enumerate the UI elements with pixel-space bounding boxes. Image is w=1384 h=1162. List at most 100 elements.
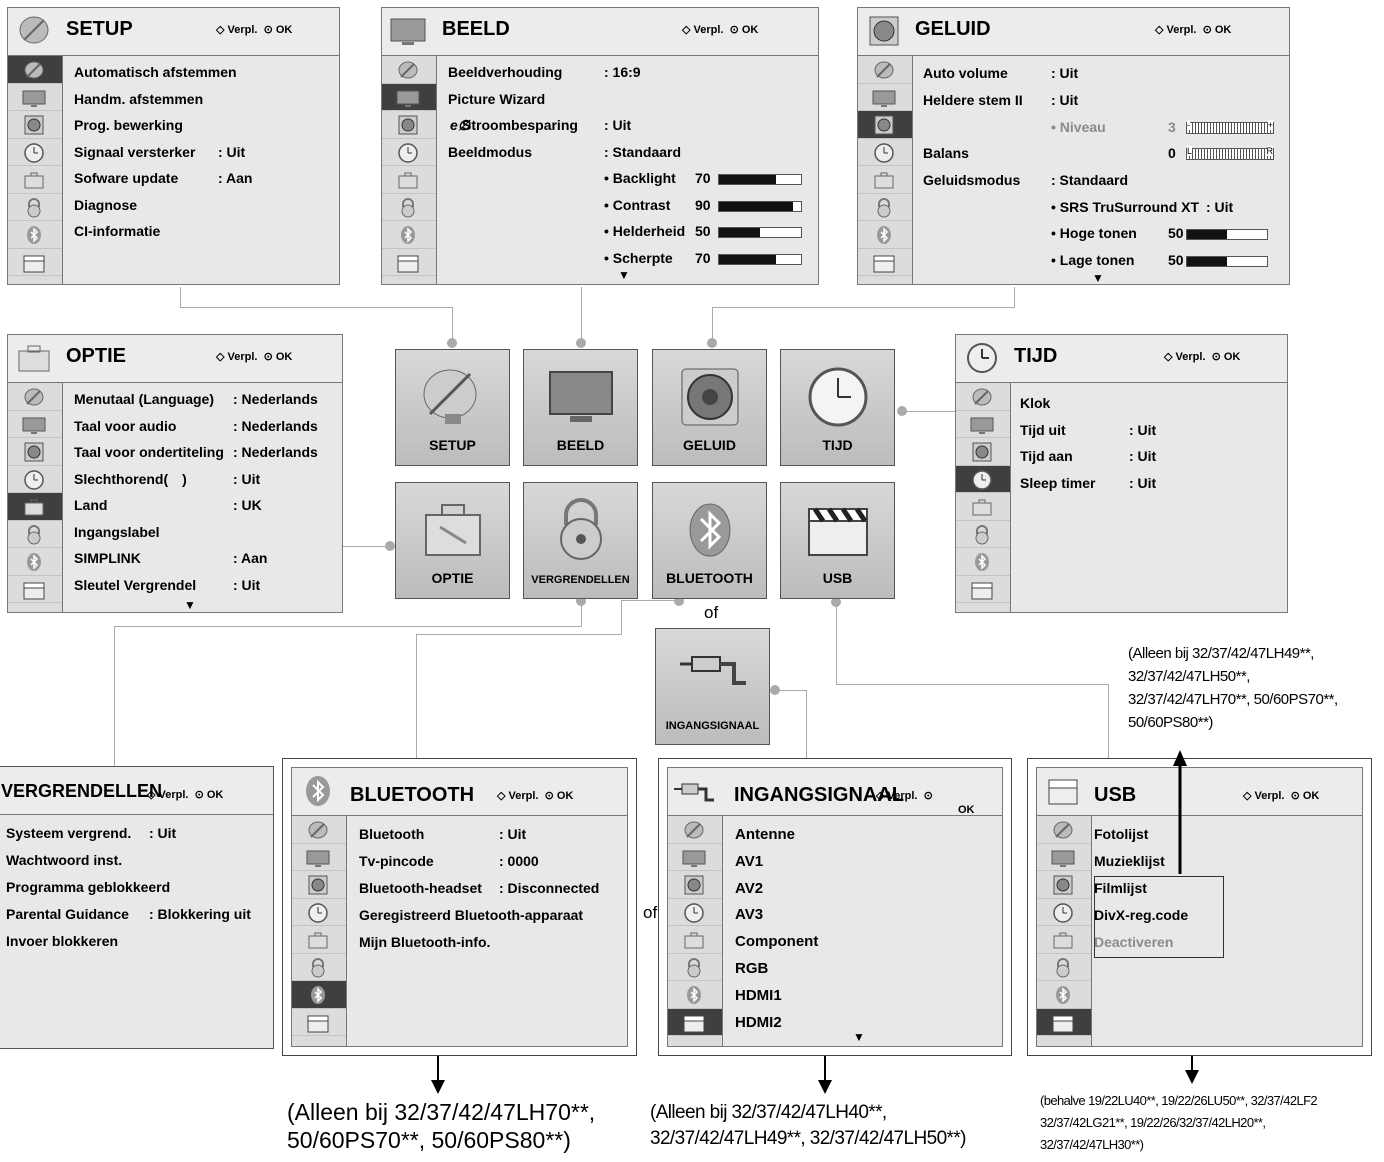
sidebar-item-tv[interactable] <box>382 83 436 111</box>
menu-item[interactable]: Signaal versterker <box>74 143 196 160</box>
sidebar-item-bluetooth[interactable] <box>956 548 1010 576</box>
sidebar-item-padlock[interactable] <box>292 954 346 981</box>
menu-item[interactable]: HDMI2 <box>735 1013 782 1031</box>
scroll-down-arrow[interactable]: ▼ <box>618 268 630 282</box>
row-label[interactable]: • Hoge tonen <box>1051 225 1137 241</box>
sub-item[interactable]: • Helderheid <box>604 223 686 239</box>
menu-item[interactable]: Ingangslabel <box>74 523 160 540</box>
sidebar-item-tv[interactable] <box>292 844 346 871</box>
menu-item[interactable]: Diagnose <box>74 196 138 213</box>
menu-item[interactable]: Deactiveren <box>1094 934 1174 950</box>
sidebar-item-clapperboard[interactable] <box>668 1008 722 1036</box>
sidebar-item-padlock[interactable] <box>382 194 436 221</box>
menu-item[interactable]: Tijd aan <box>1020 448 1073 464</box>
row-label[interactable]: Heldere stem II <box>923 92 1023 108</box>
treble-bar[interactable] <box>1186 229 1268 240</box>
tile-vergrendellen[interactable]: VERGRENDELLEN <box>523 482 638 599</box>
sidebar-item-speaker[interactable] <box>668 871 722 899</box>
menu-item[interactable]: Tijd uit <box>1020 421 1066 438</box>
menu-item[interactable]: Klok <box>1020 395 1051 411</box>
row-label[interactable]: Geluidsmodus <box>923 172 1021 188</box>
menu-item[interactable]: Fotolijst <box>1094 826 1149 842</box>
sidebar-item-clapperboard[interactable] <box>8 576 62 603</box>
sidebar-item-toolbox[interactable] <box>8 166 62 194</box>
sidebar-item-padlock[interactable] <box>858 194 912 221</box>
menu-item[interactable]: Bluetooth-headset <box>359 880 482 896</box>
menu-item[interactable]: Sleutel Vergrendel <box>74 576 197 593</box>
sidebar-item-bluetooth[interactable] <box>382 221 436 249</box>
sidebar-item-clock[interactable] <box>1037 899 1091 926</box>
sidebar-item-speaker[interactable] <box>8 438 62 466</box>
sidebar-item-satellite[interactable] <box>956 383 1010 411</box>
menu-item[interactable]: Parental Guidance <box>6 906 129 922</box>
row-label[interactable]: Auto volume <box>923 65 1008 81</box>
sidebar-item-toolbox[interactable] <box>8 493 62 521</box>
menu-item[interactable]: Sofware update <box>74 170 179 186</box>
sidebar-item-clapperboard[interactable] <box>8 249 62 276</box>
sidebar-item-bluetooth[interactable] <box>8 221 62 249</box>
menu-item[interactable]: Automatisch afstemmen <box>74 64 237 80</box>
row-label[interactable]: Balans <box>923 145 969 161</box>
tile-tijd[interactable]: TIJD <box>780 349 895 466</box>
sidebar-item-speaker[interactable] <box>292 871 346 899</box>
level-bar[interactable] <box>718 174 802 185</box>
sub-item[interactable]: • Backlight <box>604 170 676 186</box>
sidebar-item-bluetooth[interactable] <box>8 548 62 576</box>
menu-item[interactable]: Beeldverhouding <box>448 64 563 80</box>
menu-item[interactable]: Beeldmodus <box>448 143 533 160</box>
menu-item[interactable]: Prog. bewerking <box>74 117 183 133</box>
tile-setup[interactable]: SETUP <box>395 349 510 466</box>
menu-item[interactable]: Taal voor audio <box>74 417 177 434</box>
sidebar-item-toolbox[interactable] <box>858 166 912 194</box>
sub-item[interactable]: • Contrast <box>604 196 671 213</box>
tile-beeld[interactable]: BEELD <box>523 349 638 466</box>
sidebar-item-clock[interactable] <box>382 139 436 166</box>
menu-item[interactable]: Systeem vergrend. <box>6 825 132 841</box>
sidebar-item-padlock[interactable] <box>668 954 722 981</box>
menu-item[interactable]: Slechthorend( ) <box>74 470 187 487</box>
sidebar-item-clapperboard[interactable] <box>292 1009 346 1036</box>
sidebar-item-satellite[interactable] <box>668 816 722 844</box>
sidebar-item-toolbox[interactable] <box>292 926 346 954</box>
sidebar-item-tv[interactable] <box>858 84 912 111</box>
menu-item[interactable]: Tv-pincode <box>359 853 434 869</box>
menu-item[interactable]: Programma geblokkeerd <box>6 879 171 895</box>
sidebar-item-clock[interactable] <box>292 899 346 926</box>
menu-item[interactable]: Mijn Bluetooth-info. <box>359 934 491 950</box>
menu-item[interactable]: Invoer blokkeren <box>6 933 119 949</box>
level-bar[interactable] <box>718 253 802 265</box>
sidebar-item-clapperboard[interactable] <box>858 249 912 276</box>
sidebar-item-toolbox[interactable] <box>956 493 1010 521</box>
scroll-down-arrow[interactable]: ▼ <box>1092 271 1104 285</box>
level-bar[interactable] <box>718 200 802 212</box>
menu-item[interactable]: AV2 <box>735 879 764 897</box>
sidebar-item-bluetooth[interactable] <box>858 221 912 249</box>
scroll-down-arrow[interactable]: ▼ <box>853 1030 865 1044</box>
sidebar-item-clapperboard[interactable] <box>382 249 436 276</box>
menu-item[interactable]: RGB <box>735 960 769 977</box>
menu-item[interactable]: CI-informatie <box>74 223 161 239</box>
menu-item[interactable]: Menutaal (Language) <box>74 391 215 407</box>
menu-item[interactable]: Muzieklijst <box>1094 853 1165 869</box>
sidebar-item-toolbox[interactable] <box>1037 926 1091 954</box>
tile-geluid[interactable]: GELUID <box>652 349 767 466</box>
sidebar-item-tv[interactable] <box>1037 844 1091 871</box>
sub-item[interactable]: • Scherpte <box>604 249 673 266</box>
row-label[interactable]: • Lage tonen <box>1051 252 1135 268</box>
sidebar-item-satellite[interactable] <box>292 816 346 844</box>
sidebar-item-toolbox[interactable] <box>382 166 436 194</box>
sidebar-item-tv[interactable] <box>668 844 722 871</box>
sidebar-item-bluetooth[interactable] <box>668 981 722 1009</box>
tile-bluetooth[interactable]: BLUETOOTH <box>652 482 767 599</box>
sidebar-item-padlock[interactable] <box>8 194 62 221</box>
niveau-slider[interactable]: - + <box>1186 120 1274 134</box>
sidebar-item-speaker[interactable] <box>8 111 62 139</box>
sidebar-item-clock[interactable] <box>956 465 1010 493</box>
sidebar-item-toolbox[interactable] <box>668 926 722 954</box>
sidebar-item-clock[interactable] <box>8 139 62 166</box>
menu-item[interactable]: Antenne <box>735 826 795 843</box>
sidebar-item-clapperboard[interactable] <box>1037 1008 1091 1036</box>
sidebar-item-speaker[interactable] <box>1037 871 1091 899</box>
bass-bar[interactable] <box>1186 256 1268 267</box>
sidebar-item-tv[interactable] <box>8 411 62 438</box>
